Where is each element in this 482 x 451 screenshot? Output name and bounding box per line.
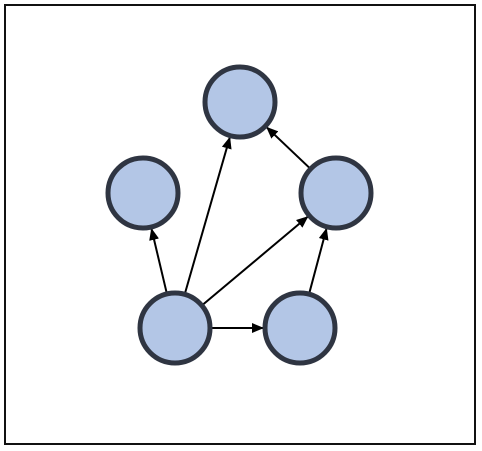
edge-bottom-left-to-top <box>183 136 232 295</box>
node-top <box>202 64 278 140</box>
node-left <box>105 155 181 231</box>
edge-bottom-right-to-right <box>308 227 329 295</box>
edges-layer <box>149 126 329 333</box>
node-bottom-right <box>262 290 338 366</box>
node-bottom-left <box>137 290 213 366</box>
nodes-layer <box>105 64 374 366</box>
edge-bottom-left-to-left <box>149 228 168 295</box>
edge-bottom-left-to-right <box>201 216 309 307</box>
edge-right-to-top <box>266 126 312 170</box>
node-right <box>298 155 374 231</box>
